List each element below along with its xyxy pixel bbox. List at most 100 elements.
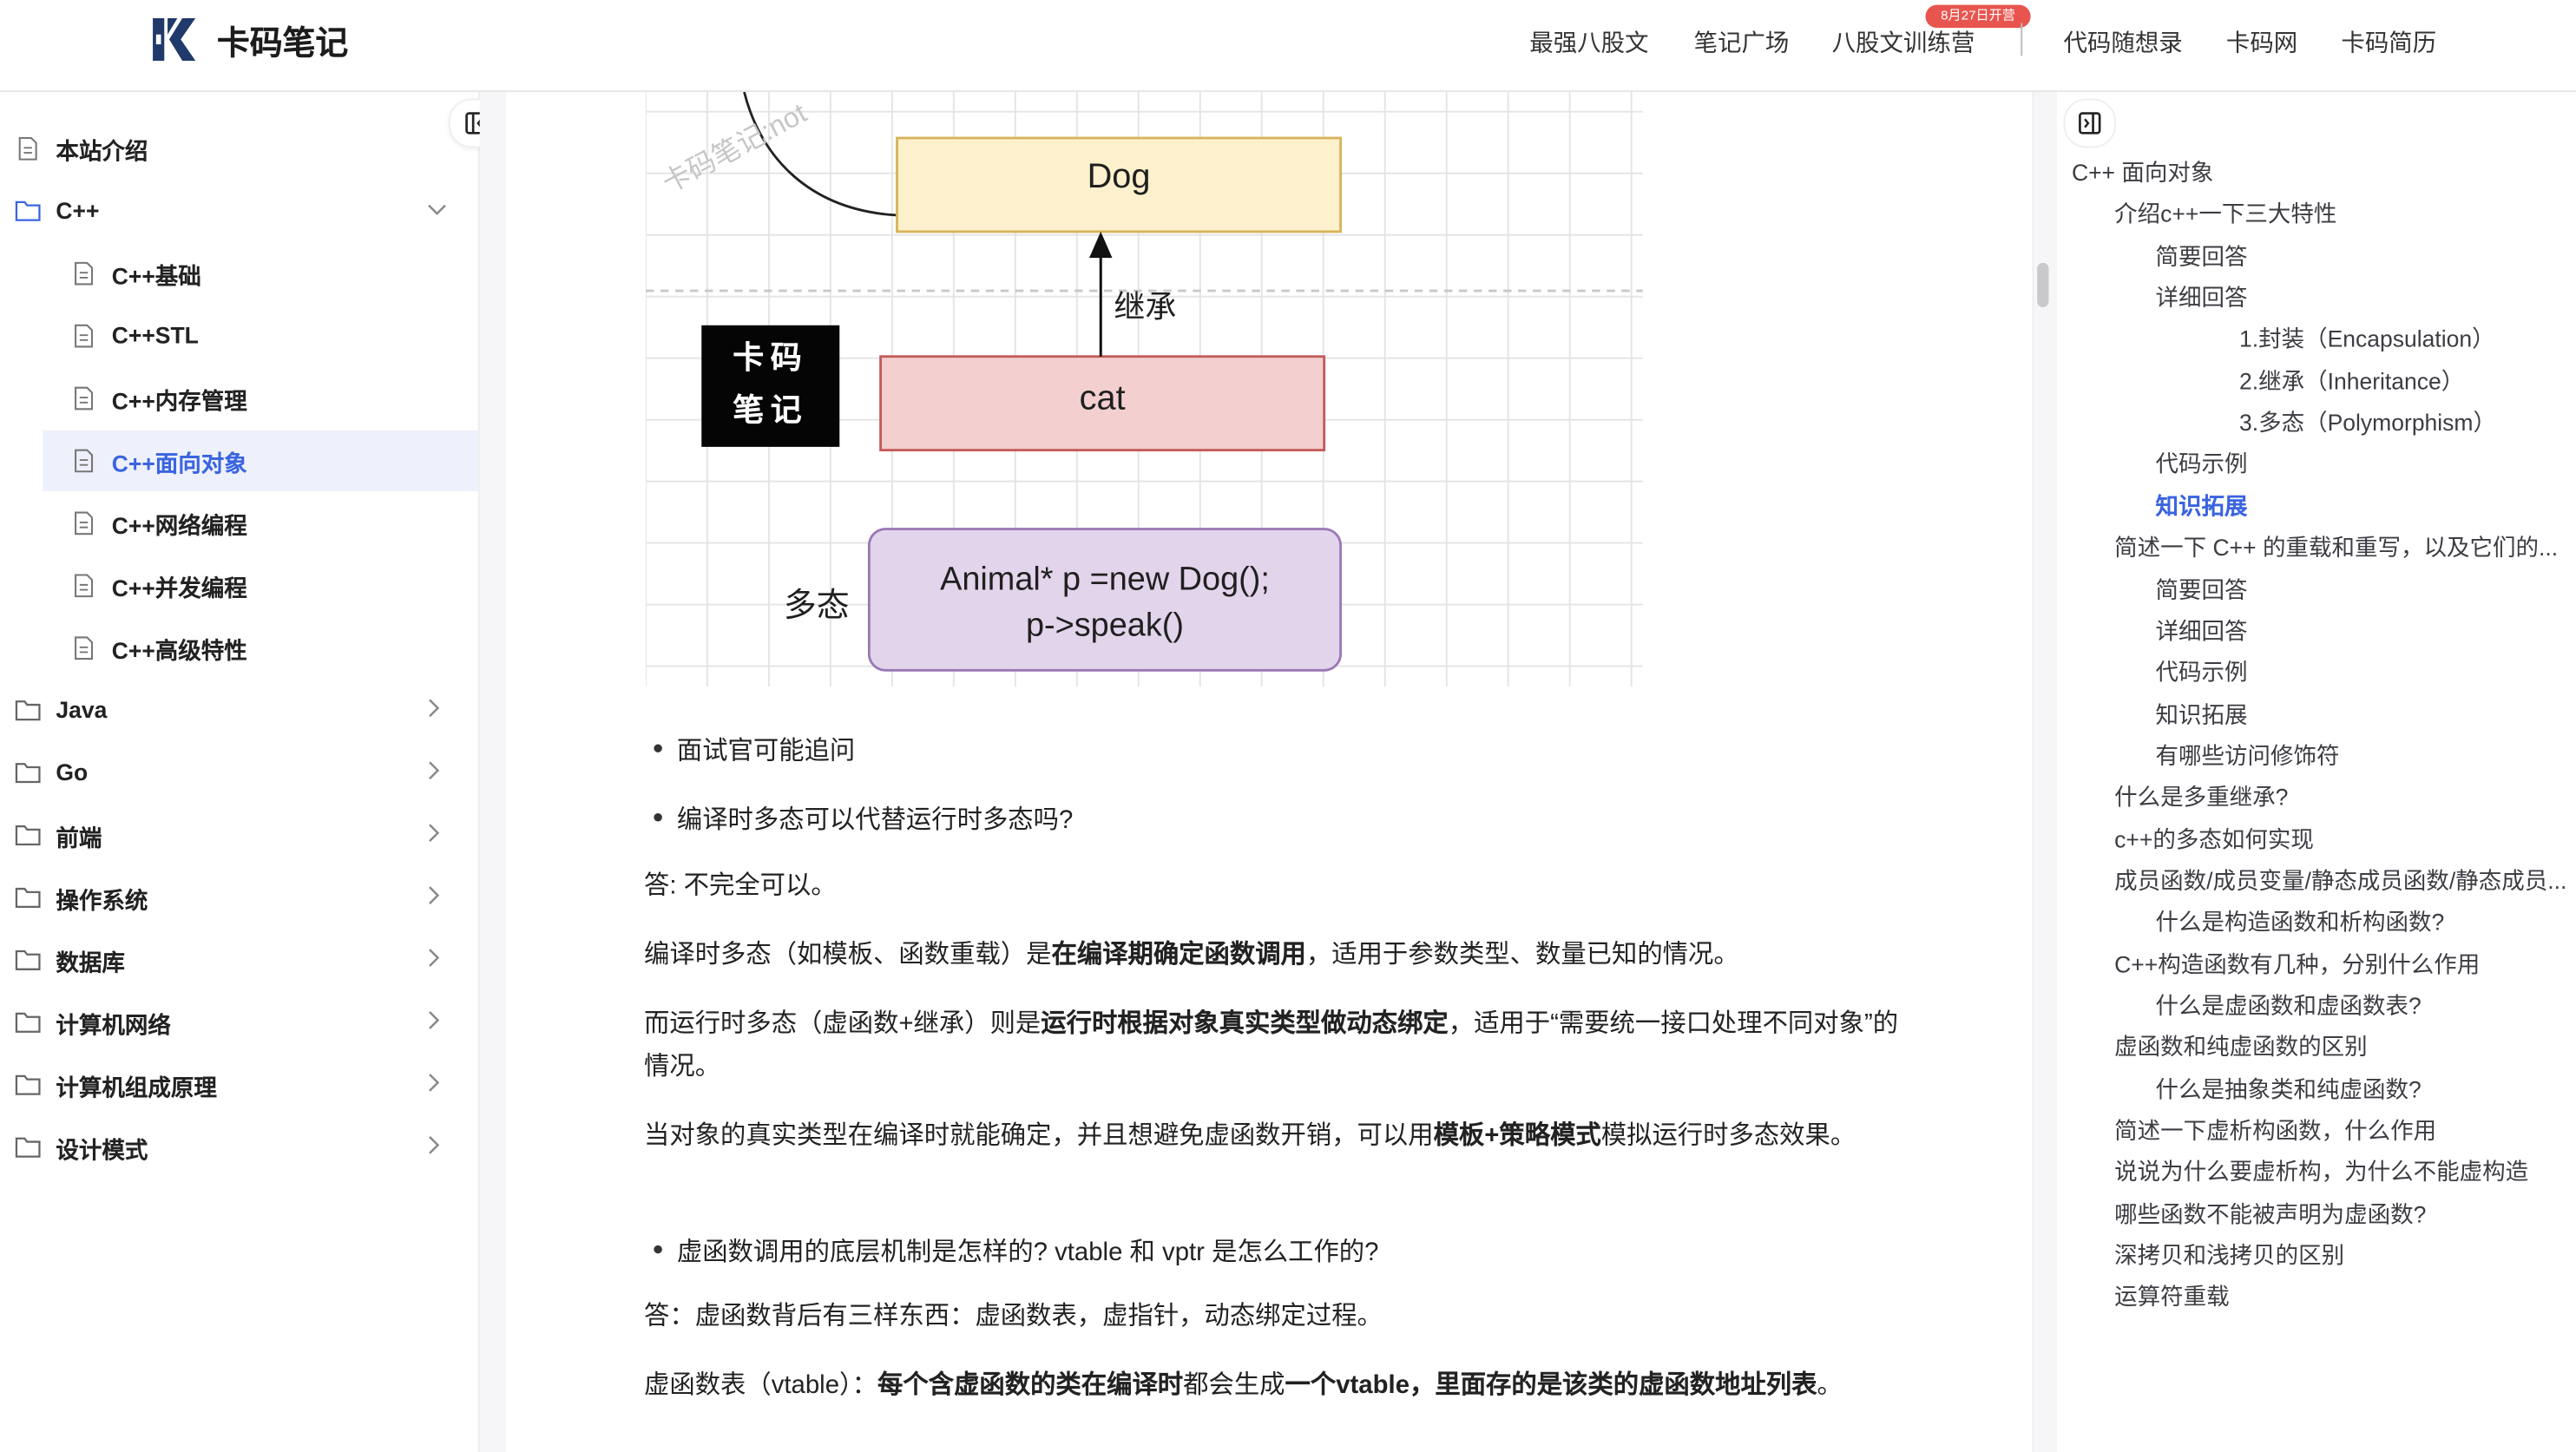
toc-item[interactable]: 成员函数/成员变量/静态成员函数/静态成员... — [2114, 867, 2567, 894]
sidebar-item[interactable]: 计算机网络 — [0, 992, 478, 1053]
toc-item[interactable]: 1.封装（Encapsulation） — [2239, 325, 2495, 352]
sidebar-item[interactable]: Java — [0, 680, 478, 741]
toc-item[interactable]: 深拷贝和浅拷贝的区别 — [2114, 1242, 2345, 1269]
paragraph: 编译时多态（如模板、函数重载）是在编译期确定函数调用，适用于参数类型、数量已知的… — [644, 935, 1909, 977]
bold-text: 运行时根据对象真实类型做动态绑定 — [1041, 1010, 1449, 1039]
sidebar-item[interactable]: 计算机组成原理 — [0, 1055, 478, 1115]
sidebar-item[interactable]: C++STL — [0, 306, 478, 366]
nav-code-thoughts[interactable]: 代码随想录 — [2063, 30, 2183, 58]
article-content: 卡码笔记:not Dog 继承 cat 卡码笔记 多态 Animal* p =n… — [506, 92, 2034, 1452]
text: 模拟运行时多态效果。 — [1600, 1121, 1856, 1151]
sidebar-item-label: C++面向对象 — [111, 450, 247, 476]
toc-item[interactable]: 详细回答 — [2155, 284, 2248, 311]
toc-item[interactable]: 代码示例 — [2155, 450, 2248, 477]
toc-item[interactable]: C++构造函数有几种，分别什么作用 — [2114, 950, 2481, 977]
sidebar-item[interactable]: 前端 — [0, 805, 478, 866]
sidebar-item[interactable]: C++并发编程 — [0, 555, 478, 616]
code-text: Animal* p =new Dog(); p->speak() — [869, 557, 1340, 649]
paragraph: 答：虚函数背后有三样东西：虚函数表，虚指针，动态绑定过程。 — [644, 1303, 1383, 1331]
folder-icon — [15, 823, 41, 847]
toc-item[interactable]: 简述一下虚析构函数，什么作用 — [2114, 1117, 2437, 1144]
stamp-text: 卡码笔记 — [733, 339, 809, 430]
sidebar-item-label: 操作系统 — [56, 887, 148, 914]
sidebar-item-label: Java — [56, 696, 108, 723]
bullet-item: 面试官可能追问 — [654, 731, 855, 767]
collapse-toc-button[interactable] — [2063, 98, 2117, 148]
toc-item[interactable]: 简述一下 C++ 的重载和重写，以及它们的... — [2114, 534, 2559, 561]
toc-item[interactable]: 详细回答 — [2155, 617, 2248, 644]
bold-text: 在编译期确定函数调用 — [1051, 941, 1306, 969]
scroll-track — [2034, 92, 2057, 1452]
sidebar-item[interactable]: 设计模式 — [0, 1117, 478, 1178]
toc-item[interactable]: 运算符重载 — [2114, 1284, 2230, 1311]
dog-box — [896, 136, 1343, 233]
toc-item[interactable]: 什么是构造函数和析构函数? — [2155, 909, 2445, 936]
toc-item[interactable]: 说说为什么要虚析构，为什么不能虚构造 — [2114, 1159, 2529, 1186]
toc-item[interactable]: 2.继承（Inheritance） — [2239, 367, 2465, 394]
arrow-up-icon — [1088, 231, 1113, 259]
document-icon — [72, 574, 95, 598]
chevron-down-icon[interactable] — [427, 199, 447, 222]
text: ，适用于“需要统一接口处理不同对象”的情况。 — [644, 1010, 1899, 1081]
toc-item[interactable]: 简要回答 — [2155, 242, 2248, 269]
chevron-right-icon[interactable] — [427, 823, 440, 847]
toc-item[interactable]: 哪些函数不能被声明为虚函数? — [2114, 1200, 2427, 1227]
sidebar-item[interactable]: 数据库 — [0, 930, 478, 990]
site-title[interactable]: 卡码笔记 — [216, 26, 349, 62]
chevron-right-icon[interactable] — [427, 1135, 440, 1160]
sidebar-item[interactable]: C++高级特性 — [0, 618, 478, 679]
sidebar-item[interactable]: Go — [0, 743, 478, 804]
scrollbar-thumb[interactable] — [2037, 262, 2049, 307]
toc-item[interactable]: 代码示例 — [2155, 659, 2248, 686]
toc-item[interactable]: 什么是多重继承? — [2114, 784, 2289, 811]
toc-item[interactable]: c++的多态如何实现 — [2114, 825, 2314, 852]
logo-icon[interactable] — [153, 17, 196, 62]
nav-resume[interactable]: 卡码简历 — [2341, 30, 2437, 58]
sidebar-item[interactable]: 操作系统 — [0, 867, 478, 928]
polymorphism-label: 多态 — [783, 588, 850, 625]
chevron-right-icon[interactable] — [427, 1010, 440, 1035]
sidebar-item[interactable]: 本站介绍 — [0, 118, 478, 179]
code-line-1: Animal* p =new Dog(); — [940, 562, 1270, 599]
chevron-right-icon[interactable] — [427, 760, 440, 785]
folder-open-icon — [15, 199, 41, 223]
toc-item[interactable]: 什么是虚函数和虚函数表? — [2155, 992, 2422, 1019]
sidebar-item-label: 计算机组成原理 — [56, 1074, 217, 1101]
chevron-right-icon[interactable] — [427, 1073, 440, 1097]
bold-text: 一个vtable，里面存的是该类的虚函数地址列表 — [1285, 1371, 1817, 1400]
sidebar-item[interactable]: C++网络编程 — [0, 493, 478, 554]
chevron-right-icon[interactable] — [427, 948, 440, 972]
toc-item[interactable]: 什么是抽象类和纯虚函数? — [2155, 1075, 2422, 1102]
sidebar-item[interactable]: C++内存管理 — [0, 368, 478, 429]
toc-item[interactable]: 知识拓展 — [2155, 700, 2248, 727]
toc-item[interactable]: 知识拓展 — [2155, 492, 2248, 519]
toc-item[interactable]: 虚函数和纯虚函数的区别 — [2114, 1034, 2368, 1061]
toc-item[interactable]: 介绍c++一下三大特性 — [2114, 200, 2337, 227]
chevron-right-icon[interactable] — [427, 885, 440, 910]
document-icon — [72, 324, 95, 348]
folder-icon — [15, 1010, 41, 1035]
sidebar-item[interactable]: C++ — [0, 181, 478, 241]
sidebar-item-label: 前端 — [56, 825, 102, 851]
paragraph: 答: 不完全可以。 — [644, 872, 837, 901]
text: 而运行时多态（虚函数+继承）则是 — [644, 1010, 1042, 1039]
nav-kama[interactable]: 卡码网 — [2225, 30, 2298, 58]
toc-item[interactable]: 3.多态（Polymorphism） — [2239, 409, 2497, 436]
folder-icon — [15, 1135, 41, 1160]
nav-bagu[interactable]: 最强八股文 — [1529, 30, 1649, 58]
text: 都会生成 — [1183, 1371, 1285, 1400]
nav-training-camp[interactable]: 八股文训练营 — [1831, 30, 1975, 58]
folder-icon — [15, 1073, 41, 1097]
stamp-box — [701, 325, 840, 447]
sidebar-item[interactable]: C++基础 — [0, 243, 478, 304]
text: 虚函数表（vtable）： — [644, 1371, 878, 1400]
chevron-right-icon[interactable] — [427, 698, 440, 722]
cat-label: cat — [1079, 379, 1126, 417]
sidebar-item-label: C++基础 — [111, 262, 201, 290]
folder-icon — [15, 698, 41, 722]
toc-item[interactable]: 有哪些访问修饰符 — [2155, 742, 2340, 769]
toc-item[interactable]: 简要回答 — [2155, 575, 2248, 602]
sidebar-item[interactable]: C++面向对象 — [43, 430, 478, 491]
toc-item[interactable]: C++ 面向对象 — [2071, 159, 2214, 186]
nav-notes-square[interactable]: 笔记广场 — [1693, 30, 1790, 58]
